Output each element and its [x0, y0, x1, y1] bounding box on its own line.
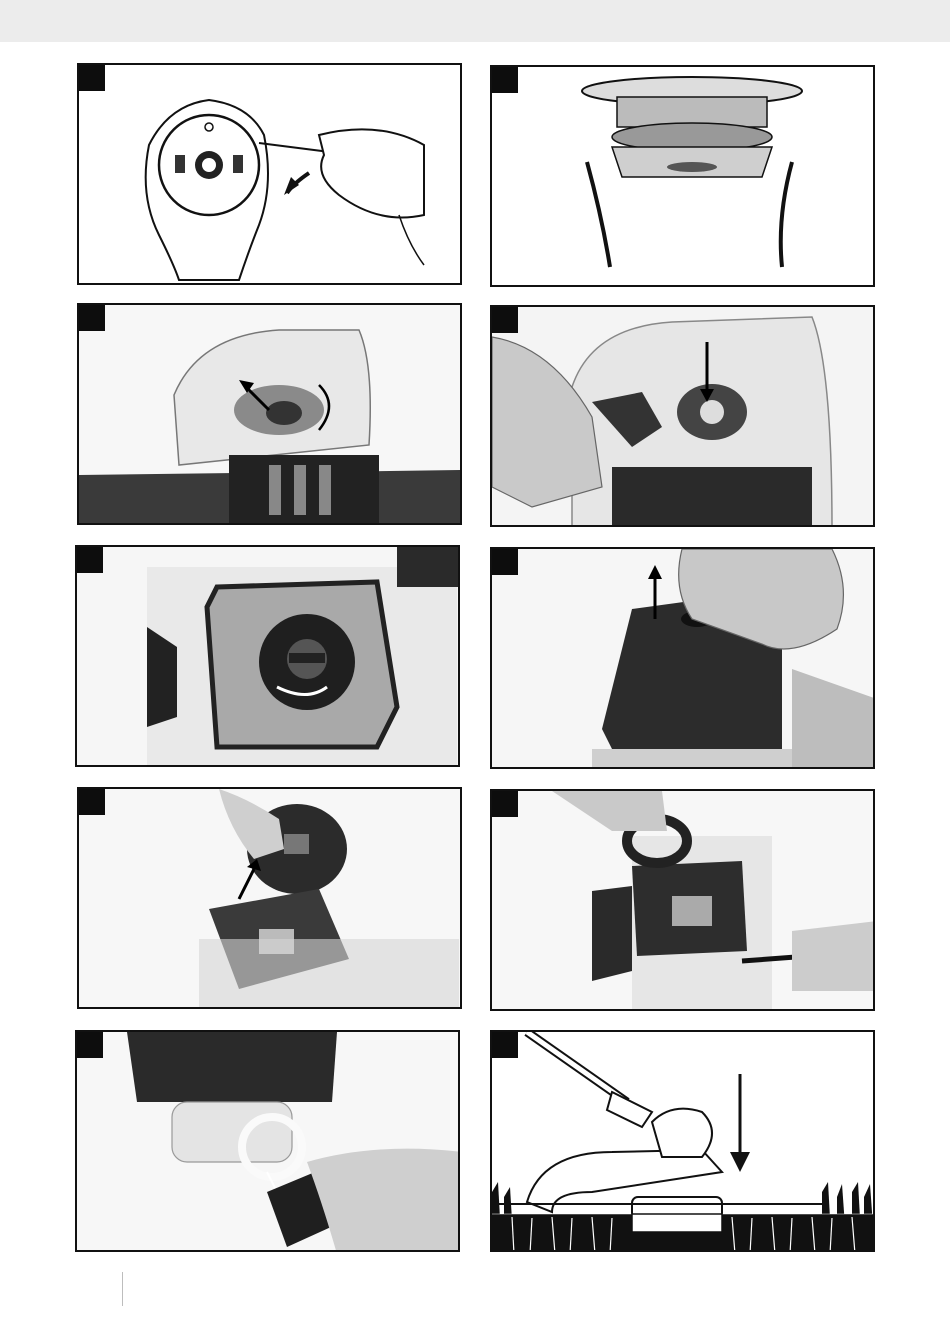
margin-rule — [122, 1272, 123, 1306]
choke-photo — [79, 305, 462, 525]
figure-1-spool-winding — [77, 63, 462, 285]
foam-filter-photo — [492, 791, 875, 1011]
filter-lift-photo — [492, 549, 875, 769]
figure-badge — [492, 307, 518, 333]
bump-feed-illustration — [492, 1032, 875, 1252]
figure-3-choke-lever — [77, 303, 462, 525]
figure-badge — [492, 549, 518, 575]
spool-line-illustration — [79, 65, 462, 285]
figure-9-fuel-cap — [75, 1030, 460, 1252]
figure-badge — [79, 305, 105, 331]
figure-5-filter-cover-knob — [75, 545, 460, 767]
figure-8-foam-filter — [490, 789, 875, 1011]
cover-removed-photo — [79, 789, 462, 1009]
fuel-cap-photo — [77, 1032, 460, 1252]
figure-badge — [79, 789, 105, 815]
figure-badge — [79, 65, 105, 91]
figure-badge — [492, 67, 518, 93]
filter-cover-photo — [77, 547, 460, 767]
figure-badge — [492, 1032, 518, 1058]
figure-badge — [492, 791, 518, 817]
top-band — [0, 0, 950, 42]
figure-7-filter-cover-removed — [77, 787, 462, 1009]
figure-6-filter-cover-lift — [490, 547, 875, 769]
spool-illustration — [492, 67, 875, 287]
primer-photo — [492, 307, 875, 527]
figure-2-spool-line-ends — [490, 65, 875, 287]
figure-badge — [77, 1032, 103, 1058]
figure-4-primer-bulb — [490, 305, 875, 527]
figure-badge — [77, 547, 103, 573]
figure-10-bump-feed — [490, 1030, 875, 1252]
